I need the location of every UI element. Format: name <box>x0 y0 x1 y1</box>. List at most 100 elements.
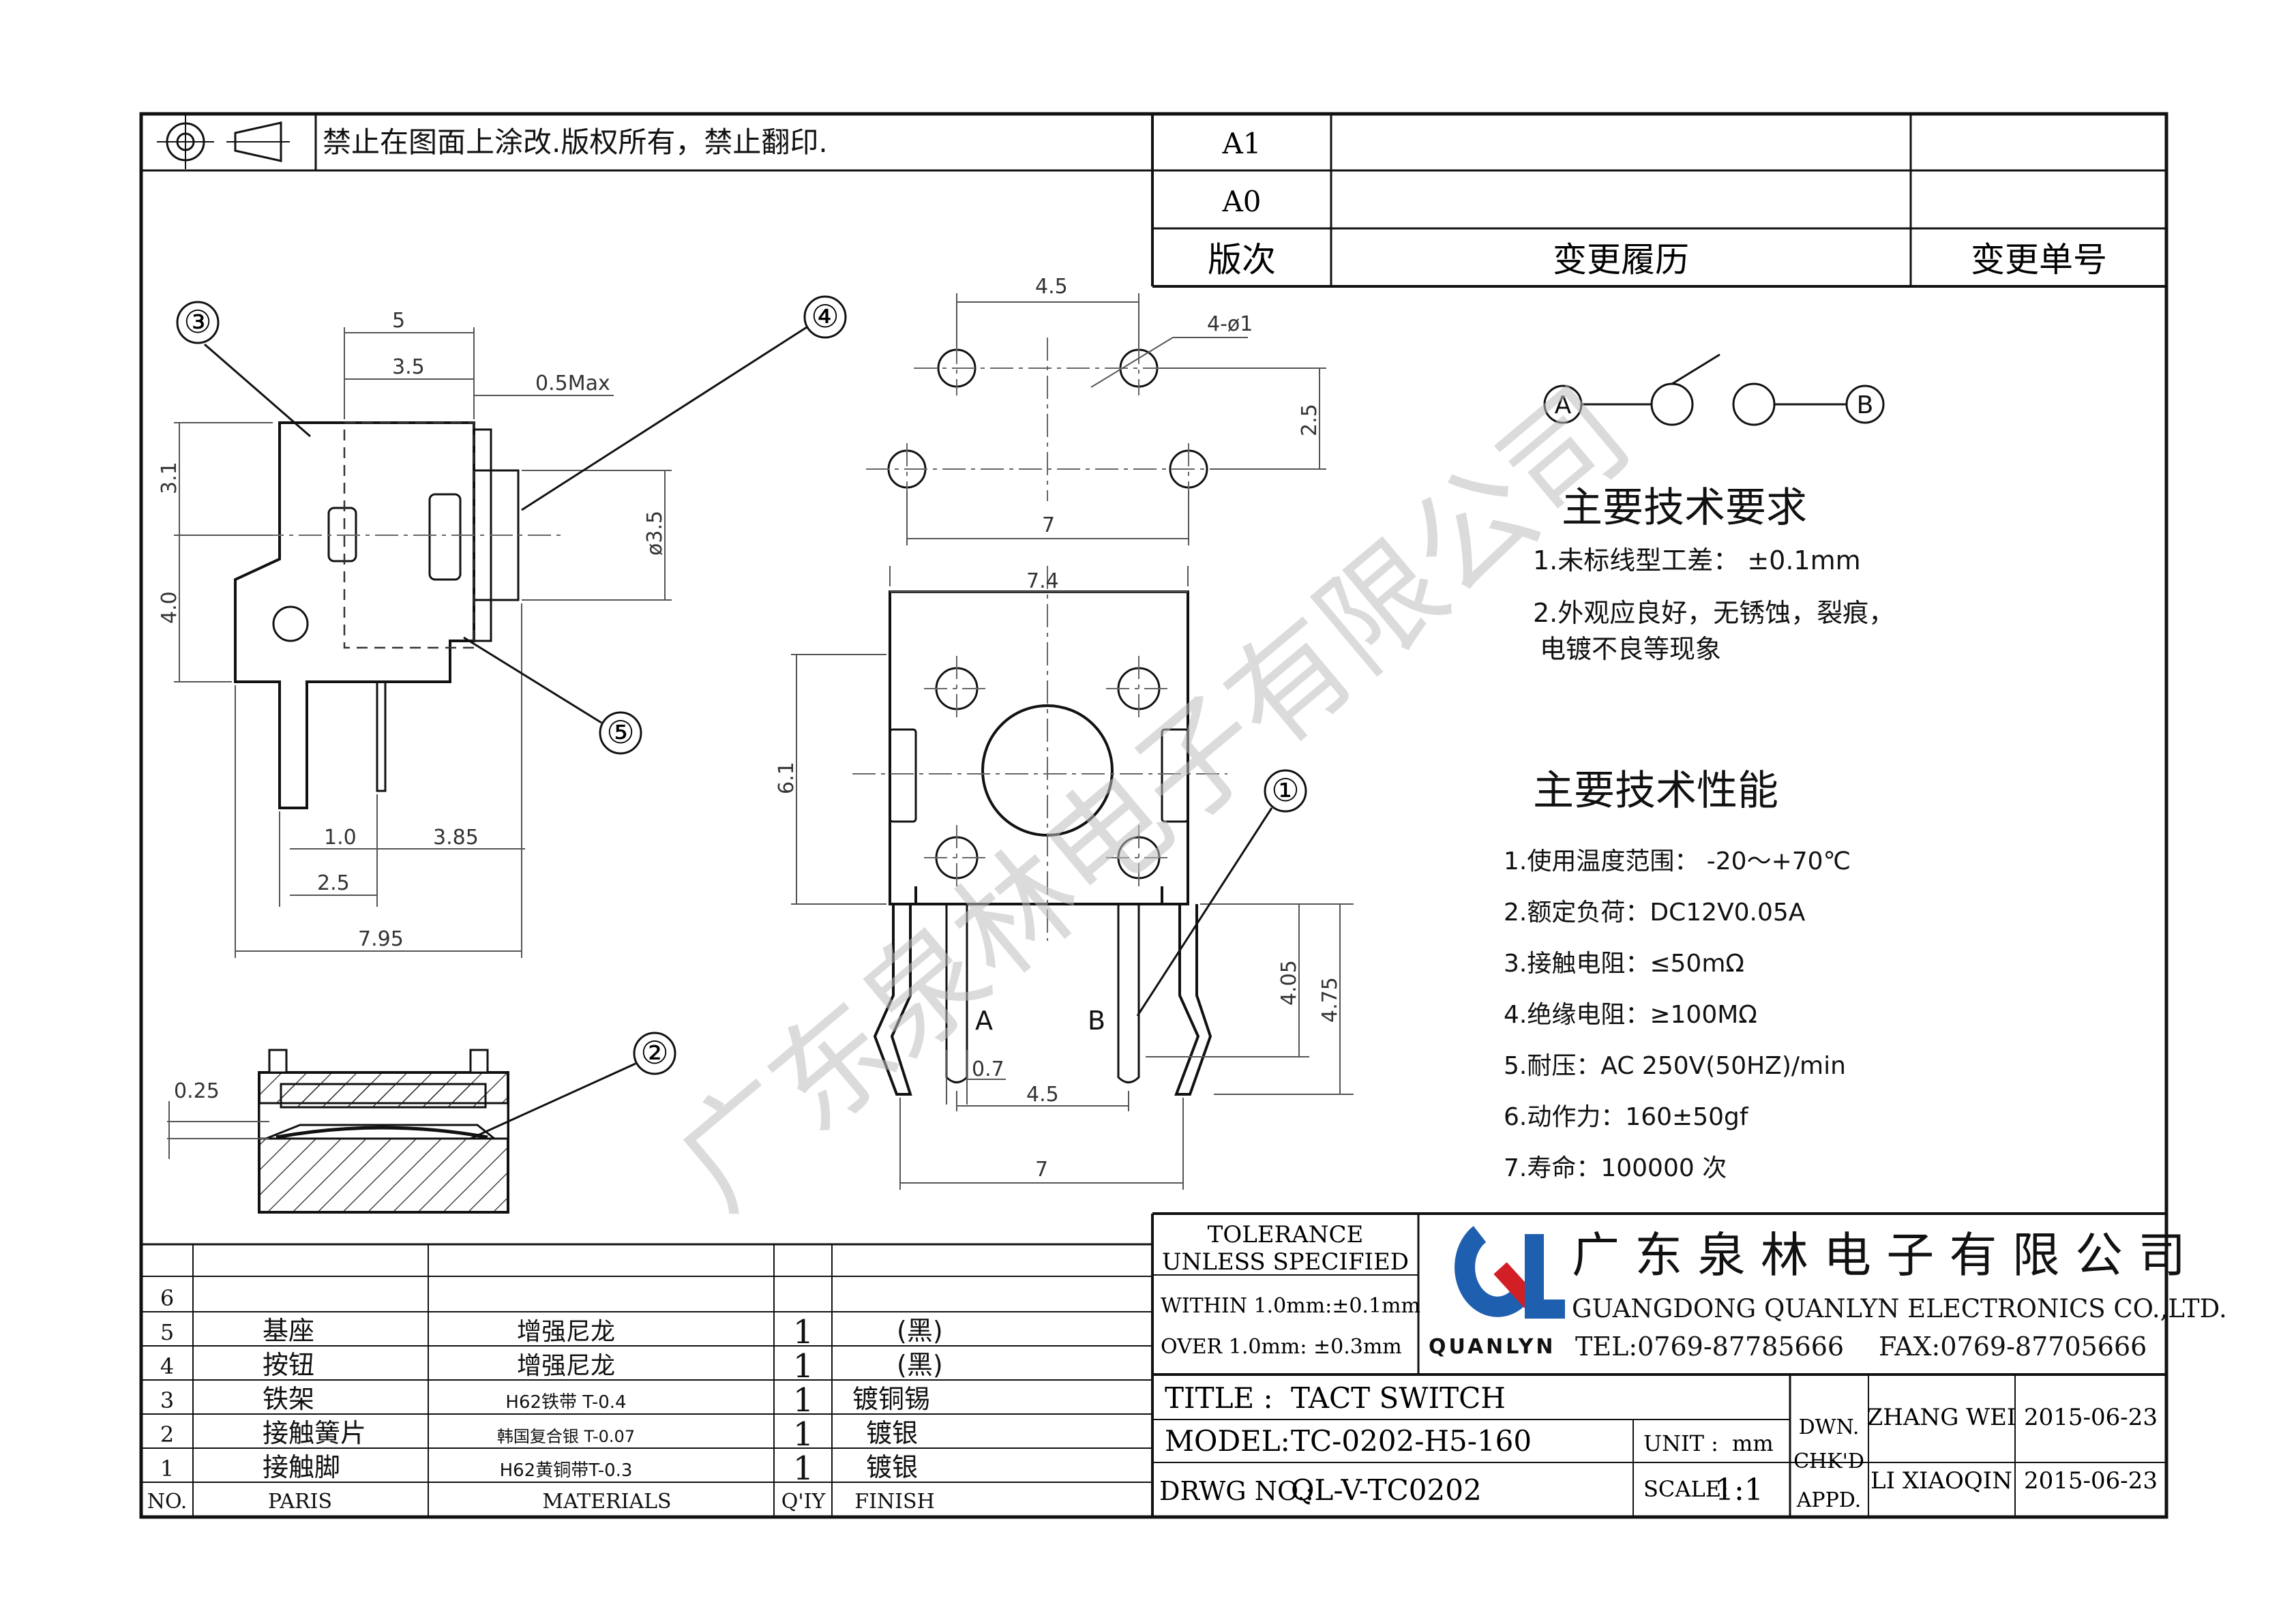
bom-material-1: H62黄铜带T-0.3 <box>500 1460 633 1481</box>
dim-7-95: 7.95 <box>358 927 404 951</box>
appd-label: APPD. <box>1796 1488 1862 1512</box>
dim-5: 5 <box>392 309 405 333</box>
dim-4-05: 4.05 <box>1277 960 1301 1006</box>
bom-part-4: 按钮 <box>263 1350 314 1380</box>
bom-material-2: 韩国复合银 T-0.07 <box>497 1427 635 1446</box>
performance-title: 主要技术性能 <box>1533 767 1778 815</box>
dim-4-0: 4.0 <box>158 591 181 624</box>
bom-finish-5: (黑) <box>897 1316 943 1346</box>
requirement-2-cont: 电镀不良等现象 <box>1540 634 1721 664</box>
dwn-label: DWN. <box>1799 1415 1860 1439</box>
history-header: 变更履历 <box>1553 240 1689 280</box>
dim-pcb-7: 7 <box>1042 513 1055 537</box>
bom-part-2: 接触簧片 <box>263 1418 366 1448</box>
callout-4: ④ <box>811 298 839 335</box>
rev-a0: A0 <box>1221 185 1261 218</box>
bom-table: 6 5 4 3 2 1 基座 按钮 铁架 接触簧片 接触脚 增强尼龙 增强尼龙 … <box>141 1214 1154 1517</box>
dim-front-7: 7 <box>1035 1158 1048 1182</box>
performance-4: 4.绝缘电阻：≥100MΩ <box>1504 1001 1757 1029</box>
notice-block: 禁止在图面上涂改.版权所有，禁止翻印. <box>141 114 1152 172</box>
bom-finish-1: 镀银 <box>866 1452 918 1482</box>
unit-value: mm <box>1732 1430 1774 1456</box>
bom-material-5: 增强尼龙 <box>517 1318 615 1346</box>
requirement-1: 1.未标线型工差： ±0.1mm <box>1533 545 1861 575</box>
bom-part-5: 基座 <box>263 1316 314 1346</box>
dim-pcb-4-5: 4.5 <box>1035 275 1068 299</box>
bom-qty-2: 1 <box>793 1415 814 1454</box>
side-view: 5 3.5 0.5Max 3.1 4.0 ø3.5 1.0 3.85 2.5 7… <box>158 309 672 958</box>
dim-0-25: 0.25 <box>174 1079 220 1103</box>
dim-3-1: 3.1 <box>158 462 181 494</box>
bom-part-3: 铁架 <box>263 1384 314 1414</box>
callout-2: ② <box>640 1034 668 1071</box>
bom-row-6-no: 6 <box>160 1285 174 1311</box>
bom-qty-3: 1 <box>793 1381 814 1420</box>
bom-part-1: 接触脚 <box>263 1452 340 1482</box>
callout-1: ① <box>1271 772 1299 809</box>
model-value: TC-0202-H5-160 <box>1291 1424 1532 1458</box>
bom-finish-4: (黑) <box>897 1350 943 1380</box>
bom-row-1-no: 1 <box>160 1456 174 1482</box>
checked-by: LI XIAOQIN <box>1870 1467 2012 1495</box>
pcb-layout: 4.5 4-ø1 2.5 7 <box>866 275 1326 545</box>
bom-material-4: 增强尼龙 <box>517 1352 615 1380</box>
performance-6: 6.动作力：160±50gf <box>1504 1103 1749 1131</box>
bom-header-finish: FINISH <box>854 1490 934 1514</box>
callout-group-side: ③ ④ ⑤ <box>176 295 847 755</box>
performance-3: 3.接触电阻：≤50mΩ <box>1504 950 1744 978</box>
tolerance-over: OVER 1.0mm: ±0.3mm <box>1161 1335 1402 1359</box>
title-block: TOLERANCE UNLESS SPECIFIED WITHIN 1.0mm:… <box>1152 1212 2227 1517</box>
callout-5: ⑤ <box>606 714 634 751</box>
projection-symbol-icon <box>157 115 290 169</box>
title-value: TACT SWITCH <box>1291 1381 1506 1415</box>
rev-a1: A1 <box>1221 127 1261 160</box>
bom-header-part: PARIS <box>268 1490 332 1514</box>
scale-label: SCALE: <box>1643 1476 1729 1502</box>
chkd-label: CHK'D <box>1793 1450 1864 1473</box>
logo-text: QUANLYN <box>1429 1335 1556 1359</box>
revision-table: A1 A0 版次 变更履历 变更单号 <box>1151 114 2166 288</box>
rev-header: 版次 <box>1208 240 1276 280</box>
section-view: 0.25 ② <box>167 1032 676 1214</box>
bom-header-no: NO. <box>147 1490 188 1514</box>
drwg-value: QL-V-TC0202 <box>1291 1473 1482 1507</box>
dim-1-0: 1.0 <box>324 826 357 850</box>
quanlyn-logo: QUANLYN <box>1429 1226 1565 1359</box>
performance-2: 2.额定负荷：DC12V0.05A <box>1504 899 1806 927</box>
dim-7-4: 7.4 <box>1026 569 1059 593</box>
tolerance-within: WITHIN 1.0mm:±0.1mm <box>1161 1294 1420 1318</box>
company-tel: TEL:0769-87785666 <box>1575 1332 1844 1362</box>
title-label: TITLE : <box>1165 1381 1273 1415</box>
dim-2-5: 2.5 <box>317 871 350 895</box>
model-label: MODEL: <box>1165 1424 1290 1458</box>
bom-finish-3: 镀铜锡 <box>852 1384 930 1414</box>
dim-dia-3-5: ø3.5 <box>643 511 667 556</box>
dim-6-1: 6.1 <box>775 762 799 794</box>
bom-row-2-no: 2 <box>160 1422 174 1447</box>
notice-text: 禁止在图面上涂改.版权所有，禁止翻印. <box>323 125 828 159</box>
dim-front-4-5: 4.5 <box>1026 1083 1059 1107</box>
requirements-section: 主要技术要求 1.未标线型工差： ±0.1mm 2.外观应良好，无锈蚀，裂痕， … <box>1504 484 1894 1182</box>
drawn-date: 2015-06-23 <box>2024 1404 2158 1431</box>
tolerance-line2: UNLESS SPECIFIED <box>1162 1248 1409 1276</box>
performance-1: 1.使用温度范围： -20～+70℃ <box>1504 847 1851 875</box>
terminal-b-label: B <box>1088 1006 1105 1036</box>
checked-date: 2015-06-23 <box>2024 1467 2158 1495</box>
bom-row-4-no: 4 <box>160 1353 174 1379</box>
change-no-header: 变更单号 <box>1971 240 2107 280</box>
bom-finish-2: 镀银 <box>866 1418 918 1448</box>
scale-value: 1:1 <box>1715 1473 1763 1507</box>
dim-3-5: 3.5 <box>392 355 425 379</box>
bom-row-5-no: 5 <box>160 1319 174 1345</box>
company-name-en: GUANGDONG QUANLYN ELECTRONICS CO.,LTD. <box>1572 1294 2227 1323</box>
bom-header-material: MATERIALS <box>542 1490 671 1514</box>
schematic-b: B <box>1857 391 1874 419</box>
bom-row-3-no: 3 <box>160 1387 174 1413</box>
drwg-label: DRWG NO.: <box>1159 1476 1314 1506</box>
dim-0-7: 0.7 <box>972 1057 1004 1081</box>
company-name-cn: 广 东 泉 林 电 子 有 限 公 司 <box>1572 1227 2186 1283</box>
dim-4-75: 4.75 <box>1318 977 1342 1023</box>
bom-header-qty: Q'IY <box>781 1490 826 1514</box>
switch-schematic: A B <box>1543 353 1885 426</box>
requirement-2: 2.外观应良好，无锈蚀，裂痕， <box>1533 598 1894 628</box>
